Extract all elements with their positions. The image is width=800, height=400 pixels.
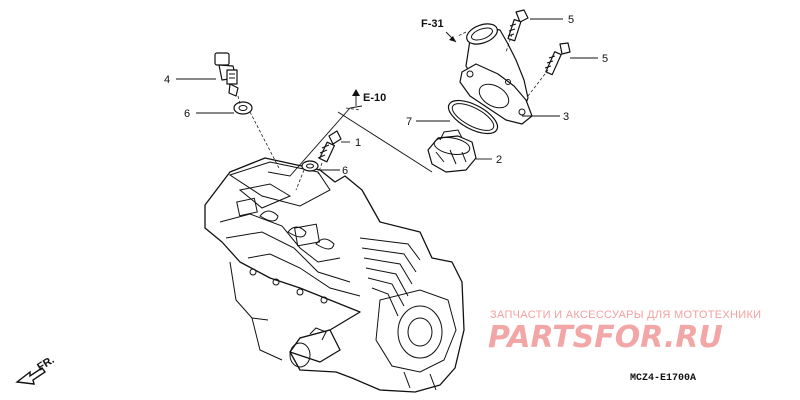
front-indicator: FR. [15, 354, 57, 385]
callout-5-lower: 5 [602, 53, 608, 65]
diagram-code: MCZ4-E1700А [630, 373, 696, 384]
callout-1: 1 [355, 137, 361, 149]
thermostat [427, 129, 477, 173]
engine-block [204, 157, 465, 393]
callout-7: 7 [406, 116, 412, 128]
temperature-sensor [214, 52, 239, 97]
watermark-tagline: ЗАПЧАСТИ И АКСЕССУАРЫ ДЛЯ МОТОТЕХНИКИ [490, 309, 761, 321]
ref-f31-arrowhead [449, 36, 456, 42]
callout-leaders [176, 18, 598, 171]
ref-f31-label: F-31 [421, 18, 444, 30]
ref-e10-label: E-10 [363, 92, 386, 104]
ref-e10-arrowhead [352, 89, 360, 96]
sealing-washer-upper [233, 101, 253, 115]
sealing-washer-lower [301, 160, 319, 172]
guide-lines [267, 105, 433, 177]
thermostat-housing-cover [459, 23, 533, 125]
bolt-1 [317, 130, 342, 163]
assembly-lines [237, 31, 549, 191]
watermark-logo: PARTSFOR.RU [488, 320, 723, 355]
callout-6-upper: 6 [184, 108, 190, 120]
callout-4: 4 [164, 74, 170, 86]
callout-6-lower: 6 [342, 165, 348, 177]
reference-f31: F-31 [421, 18, 457, 43]
callout-5-upper: 5 [568, 14, 574, 26]
callout-3: 3 [563, 111, 569, 123]
reference-e10: E-10 [352, 89, 386, 106]
bolt-5-lower [544, 42, 571, 76]
o-ring [447, 99, 499, 135]
watermark: ЗАПЧАСТИ И АКСЕССУАРЫ ДЛЯ МОТОТЕХНИКИ PA… [488, 309, 761, 355]
callout-2: 2 [496, 154, 502, 166]
front-arrow-icon [15, 367, 47, 385]
